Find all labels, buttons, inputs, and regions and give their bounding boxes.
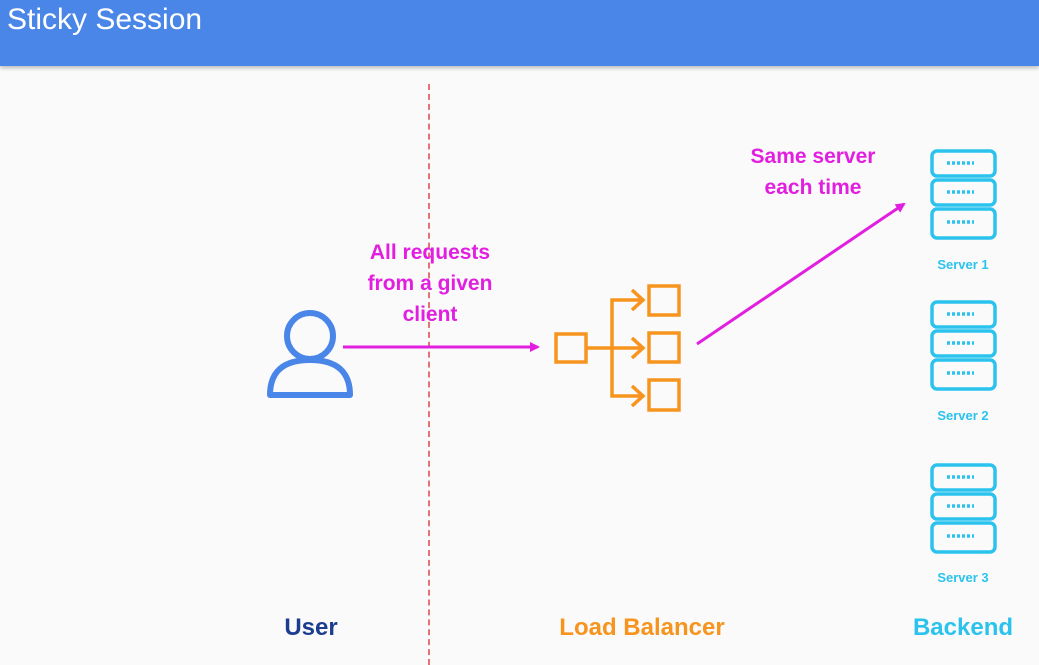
title-bar: Sticky Session xyxy=(0,0,1039,66)
user-label: User xyxy=(284,614,338,641)
backend-label: Backend xyxy=(912,614,1014,641)
requests-note: All requests from a given client xyxy=(367,241,493,326)
boundary-divider xyxy=(428,84,430,665)
server-label-3: Server 3 xyxy=(937,570,989,585)
load-balancer-icon xyxy=(554,284,681,412)
load-balancer-label: Load Balancer xyxy=(559,614,725,641)
server-label-2: Server 2 xyxy=(937,408,989,423)
server-stack-icon xyxy=(930,463,997,554)
same-server-arrow xyxy=(696,202,906,346)
page-title: Sticky Session xyxy=(7,3,203,36)
server-stack-icon xyxy=(930,300,997,391)
user-icon xyxy=(267,310,353,398)
server-label-1: Server 1 xyxy=(937,257,989,272)
server-stack-icon xyxy=(930,149,997,240)
same-server-note: Same server each time xyxy=(750,145,876,199)
